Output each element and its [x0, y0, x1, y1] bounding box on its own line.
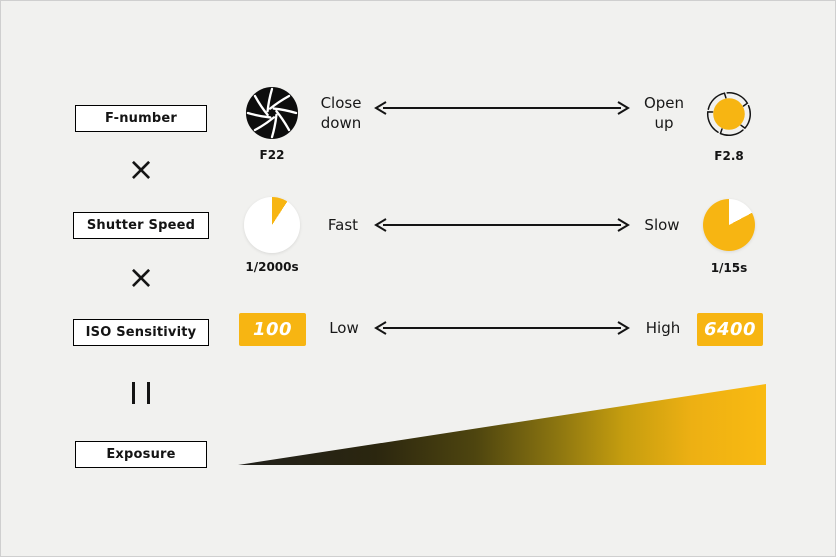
iso-high-value: 6400	[703, 319, 757, 340]
shutter-speed-label: Shutter Speed	[86, 218, 196, 233]
slow-text: Slow	[644, 216, 680, 234]
iso-sensitivity-label: ISO Sensitivity	[85, 325, 197, 340]
shutter-fast-caption: 1/2000s	[245, 260, 299, 274]
shutter-range-arrow-icon	[374, 218, 630, 232]
aperture-open-icon	[707, 92, 751, 136]
high-text: High	[645, 319, 681, 337]
exposure-gradient-wedge	[238, 384, 766, 465]
shutter-slow-pie-icon	[703, 199, 755, 251]
iso-high-value-chip: 6400	[697, 313, 763, 346]
shutter-slow-caption: 1/15s	[710, 261, 748, 275]
f2-8-caption: F2.8	[714, 149, 744, 163]
f-number-label: F-number	[104, 111, 178, 126]
f22-caption: F22	[259, 148, 285, 162]
multiply-operator-2: ×	[127, 258, 155, 296]
iso-low-value-chip: 100	[239, 313, 306, 346]
exposure-label-box: Exposure	[75, 441, 207, 468]
shutter-speed-label-box: Shutter Speed	[73, 212, 209, 239]
iso-range-arrow-icon	[374, 321, 630, 335]
exposure-label: Exposure	[106, 447, 176, 462]
fast-text: Fast	[327, 216, 359, 234]
equals-bar-left	[132, 382, 135, 404]
close-down-text: Close down	[320, 94, 362, 132]
iso-low-value: 100	[252, 319, 293, 340]
equals-bar-right	[147, 382, 150, 404]
f-number-range-arrow-icon	[374, 101, 630, 115]
shutter-fast-pie-icon	[244, 197, 300, 253]
equals-icon	[132, 382, 150, 404]
aperture-closed-icon	[245, 86, 299, 140]
iso-sensitivity-label-box: ISO Sensitivity	[73, 319, 209, 346]
open-up-text: Open up	[643, 94, 685, 132]
low-text: Low	[329, 319, 359, 337]
multiply-operator-1: ×	[127, 150, 155, 188]
f-number-label-box: F-number	[75, 105, 207, 132]
